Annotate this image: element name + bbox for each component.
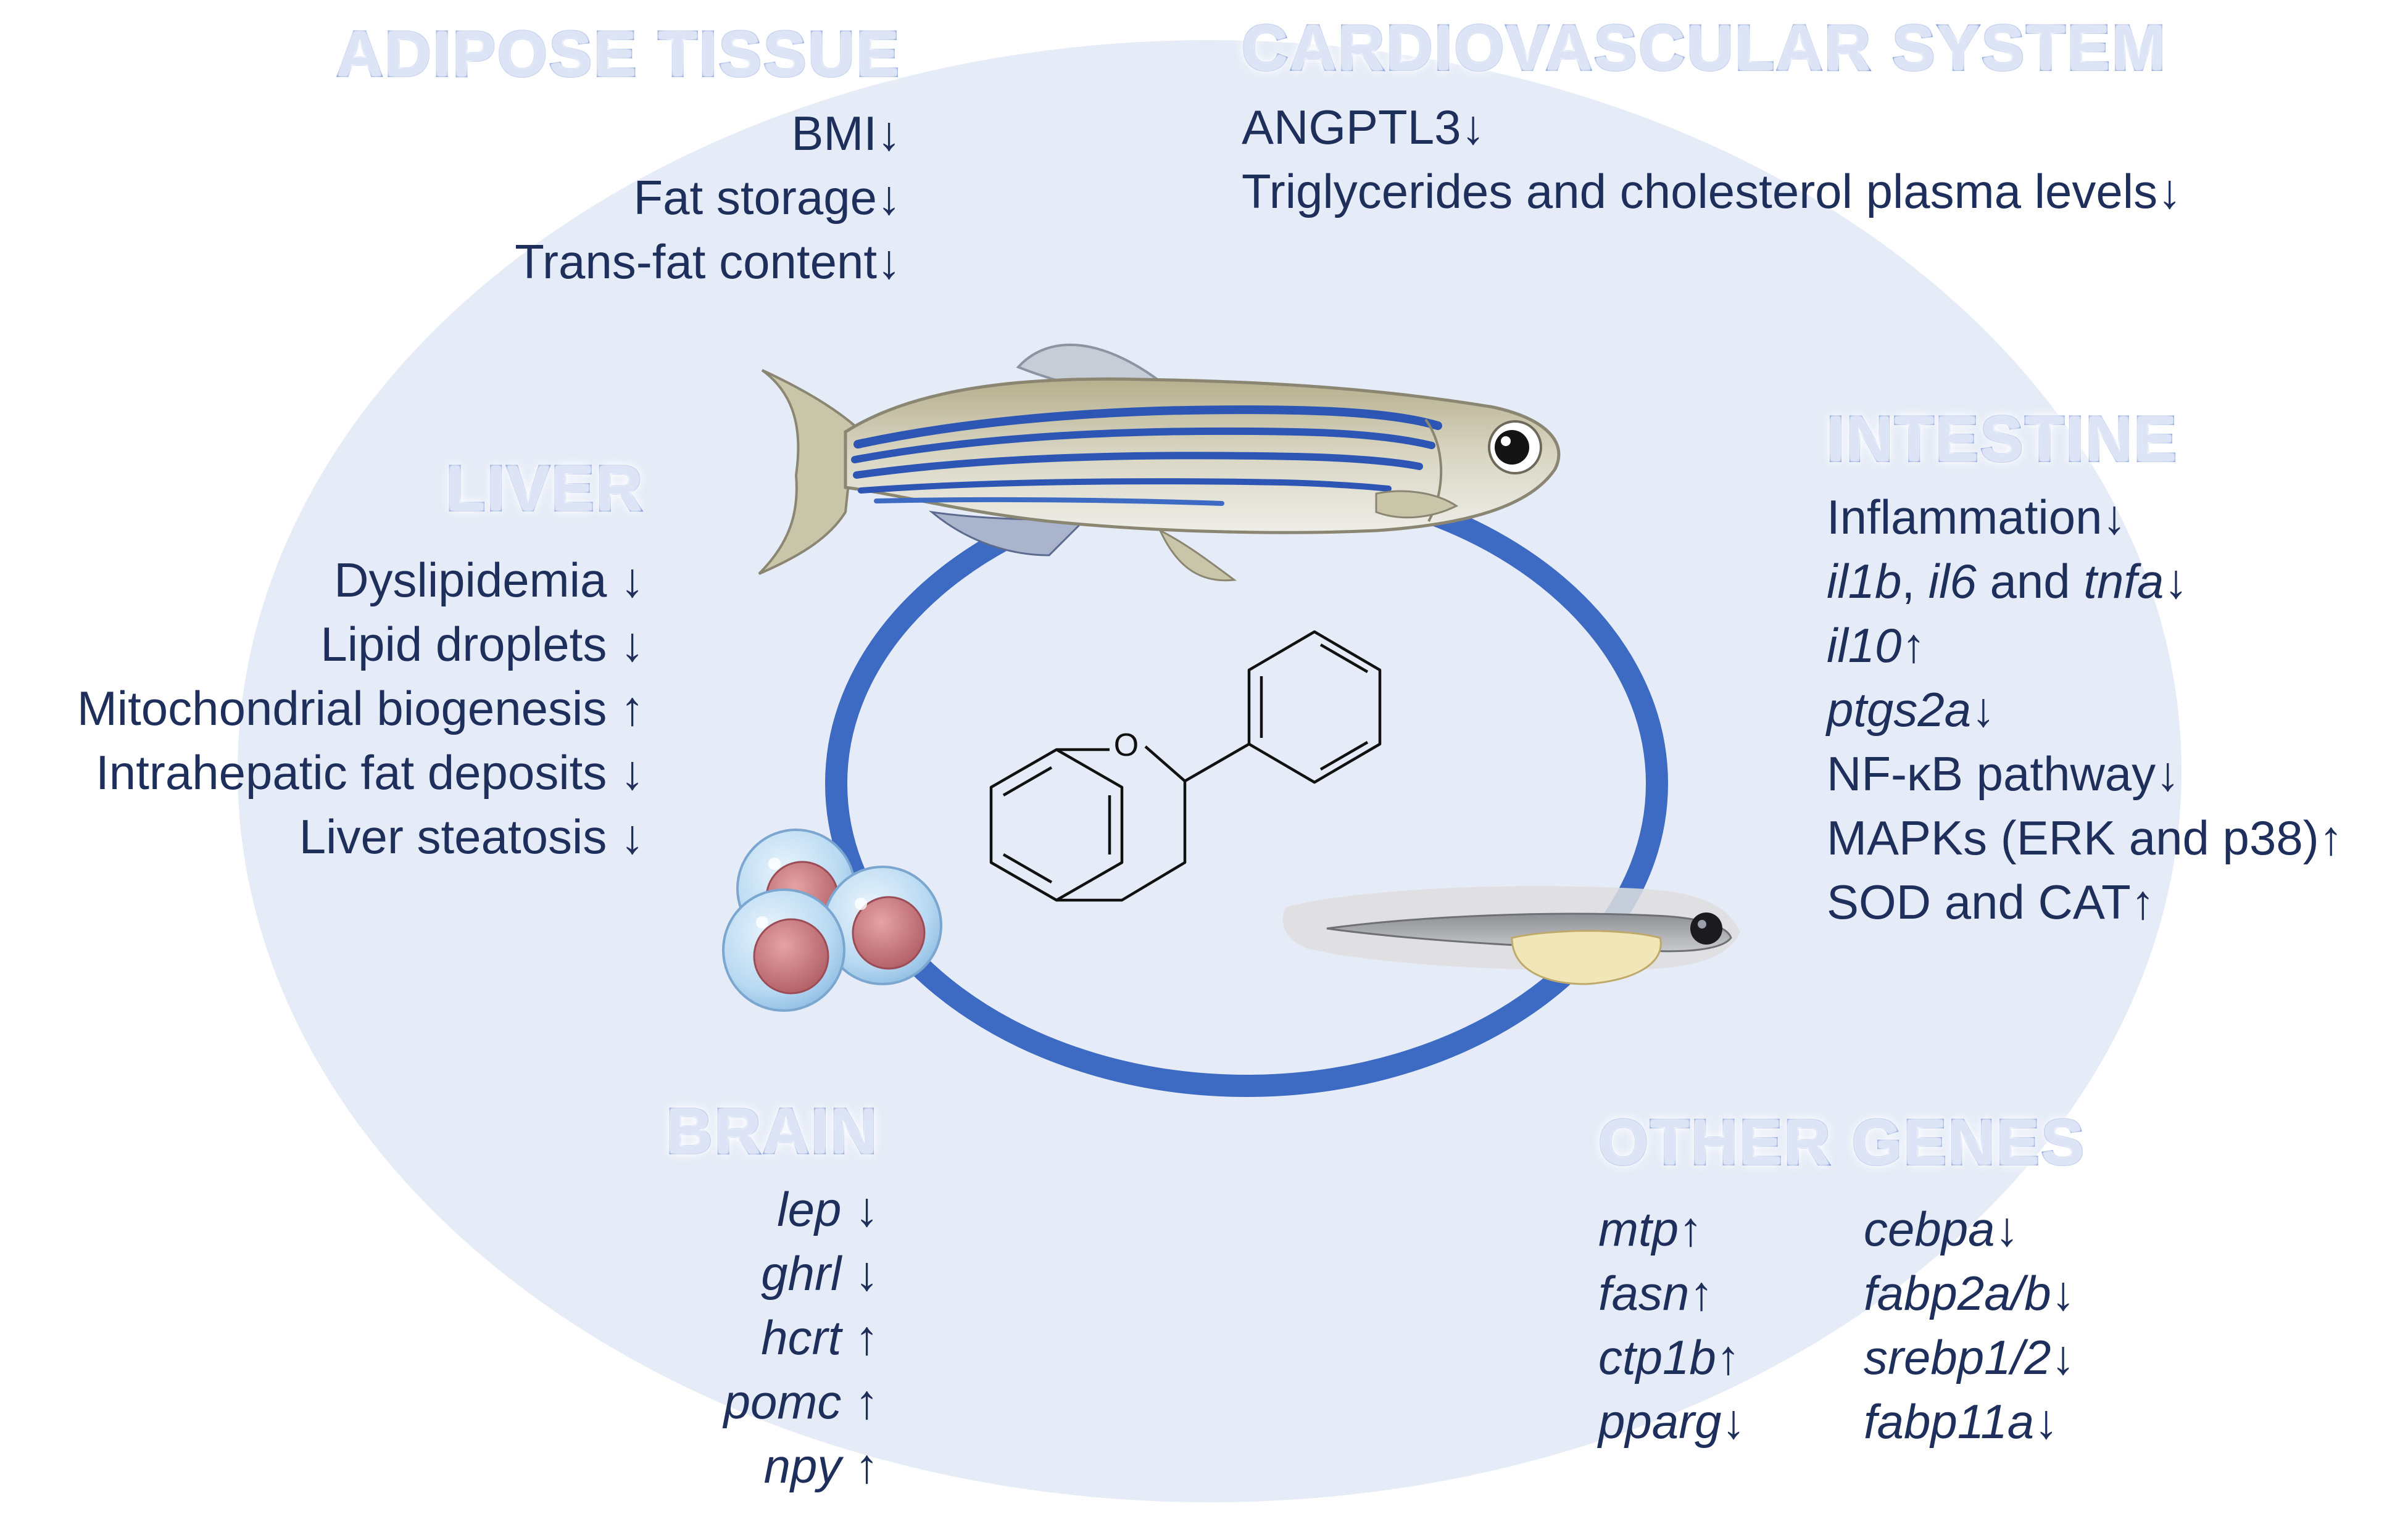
gene-name: pparg	[1598, 1394, 1722, 1449]
gene-name: pomc	[723, 1375, 842, 1429]
arrow: ↓	[1995, 1202, 2019, 1256]
brain-item: pomc ↑	[666, 1370, 879, 1434]
gene-name: ghrl	[761, 1246, 842, 1301]
intestine-item: il1b, il6 and tnfa↓	[1827, 549, 2343, 613]
intestine-item: SOD and CAT↑	[1827, 875, 2155, 929]
liver-item: Lipid droplets ↓	[320, 617, 644, 671]
arrow: ↓	[841, 1246, 879, 1301]
brain-section: BRAIN lep ↓ ghrl ↓ hcrt ↑ pomc ↑ npy ↑	[665, 1096, 879, 1498]
gene-name: hcrt	[761, 1310, 842, 1365]
intestine-item: NF-κB pathway↓	[1827, 747, 2180, 801]
other-gene-item: srebp1/2↓	[1864, 1325, 2075, 1389]
separator: and	[1976, 554, 2084, 608]
adipose-item: BMI↓	[791, 106, 901, 160]
liver-heading: LIVER	[445, 453, 644, 524]
arrow: ↓	[1721, 1394, 1746, 1449]
other-gene-item: ctp1b↑	[1598, 1325, 1746, 1389]
other-genes-heading: OTHER GENES	[1597, 1107, 2086, 1178]
liver-item: Liver steatosis ↓	[299, 809, 644, 864]
arrow: ↓	[2164, 554, 2188, 608]
gene-name: il10	[1827, 618, 1902, 672]
gene-name: il1b	[1827, 554, 1902, 608]
zebrafish-larva-icon	[1282, 886, 1740, 985]
gene-name: il6	[1928, 554, 1977, 608]
brain-item: ghrl ↓	[666, 1241, 879, 1305]
gene-name: ptgs2a	[1827, 682, 1972, 737]
arrow: ↓	[2051, 1330, 2075, 1384]
brain-item: lep ↓	[666, 1177, 879, 1241]
liver-item: Mitochondrial biogenesis ↑	[77, 681, 644, 735]
cardio-item: ANGPTL3↓	[1242, 100, 1485, 154]
liver-items: Dyslipidemia ↓ Lipid droplets ↓ Mitochon…	[77, 548, 644, 869]
brain-item: hcrt ↑	[666, 1305, 879, 1370]
adipocyte-cells-icon	[722, 829, 942, 1012]
other-gene-item: pparg↓	[1598, 1389, 1746, 1454]
gene-name: tnfa	[2083, 554, 2164, 608]
gene-name: fasn	[1598, 1266, 1690, 1320]
arrow: ↑	[1716, 1330, 1740, 1384]
gene-name: ctp1b	[1598, 1330, 1716, 1384]
arrow: ↑	[1901, 618, 1926, 672]
gene-name: cebpa	[1864, 1202, 1995, 1256]
other-gene-item: fabp11a↓	[1864, 1389, 2075, 1454]
arrow: ↑	[1679, 1202, 1703, 1256]
brain-heading: BRAIN	[665, 1096, 879, 1167]
gene-name: fabp2a/b	[1864, 1266, 2051, 1320]
adipose-section: ADIPOSE TISSUE BMI↓ Fat storage↓ Trans-f…	[335, 19, 901, 294]
gene-name: mtp	[1598, 1202, 1679, 1256]
separator: ,	[1901, 554, 1928, 608]
liver-section: LIVER	[445, 453, 644, 538]
liver-item: Dyslipidemia ↓	[334, 553, 644, 607]
oxygen-atom-label: O	[1114, 727, 1139, 763]
arrow: ↑	[841, 1375, 879, 1429]
arrow: ↑	[1689, 1266, 1714, 1320]
intestine-item: Inflammation↓	[1827, 490, 2127, 544]
gene-name: srebp1/2	[1864, 1330, 2051, 1384]
flavan-structure-icon	[989, 630, 1382, 902]
arrow: ↓	[2051, 1266, 2075, 1320]
adipose-item: Trans-fat content↓	[515, 234, 901, 289]
intestine-heading: INTESTINE	[1825, 403, 2179, 475]
other-gene-item: fasn↑	[1598, 1261, 1746, 1325]
background-ellipse	[238, 40, 2182, 1502]
cardio-section: CARDIOVASCULAR SYSTEM ANGPTL3↓ Triglycer…	[1240, 12, 2182, 223]
arrow: ↑	[841, 1439, 879, 1493]
zebrafish-adult-icon	[758, 343, 1561, 582]
arrow: ↑	[841, 1310, 879, 1365]
arrow: ↓	[1971, 682, 1996, 737]
liver-item: Intrahepatic fat deposits ↓	[96, 745, 644, 800]
intestine-item: ptgs2a↓	[1827, 677, 2343, 742]
other-genes-section: OTHER GENES	[1597, 1107, 2086, 1178]
gene-name: lep	[777, 1182, 842, 1236]
other-gene-item: mtp↑	[1598, 1197, 1746, 1261]
cardio-item: Triglycerides and cholesterol plasma lev…	[1242, 164, 2182, 218]
gene-name: fabp11a	[1864, 1394, 2035, 1449]
arrow: ↓	[841, 1182, 879, 1236]
intestine-section: INTESTINE Inflammation↓ il1b, il6 and tn…	[1825, 403, 2343, 934]
gene-name: npy	[763, 1439, 842, 1493]
adipose-item: Fat storage↓	[633, 170, 901, 225]
brain-item: npy ↑	[666, 1434, 879, 1498]
other-gene-item: fabp2a/b↓	[1864, 1261, 2075, 1325]
intestine-item: MAPKs (ERK and p38)↑	[1827, 811, 2343, 865]
other-genes-col1: mtp↑ fasn↑ ctp1b↑ pparg↓	[1598, 1197, 1746, 1454]
cardio-heading: CARDIOVASCULAR SYSTEM	[1240, 12, 2167, 84]
intestine-item: il10↑	[1827, 613, 2343, 677]
other-genes-col2: cebpa↓ fabp2a/b↓ srebp1/2↓ fabp11a↓	[1864, 1197, 2075, 1454]
adipose-heading: ADIPOSE TISSUE	[335, 19, 901, 90]
arrow: ↓	[2034, 1394, 2059, 1449]
other-gene-item: cebpa↓	[1864, 1197, 2075, 1261]
